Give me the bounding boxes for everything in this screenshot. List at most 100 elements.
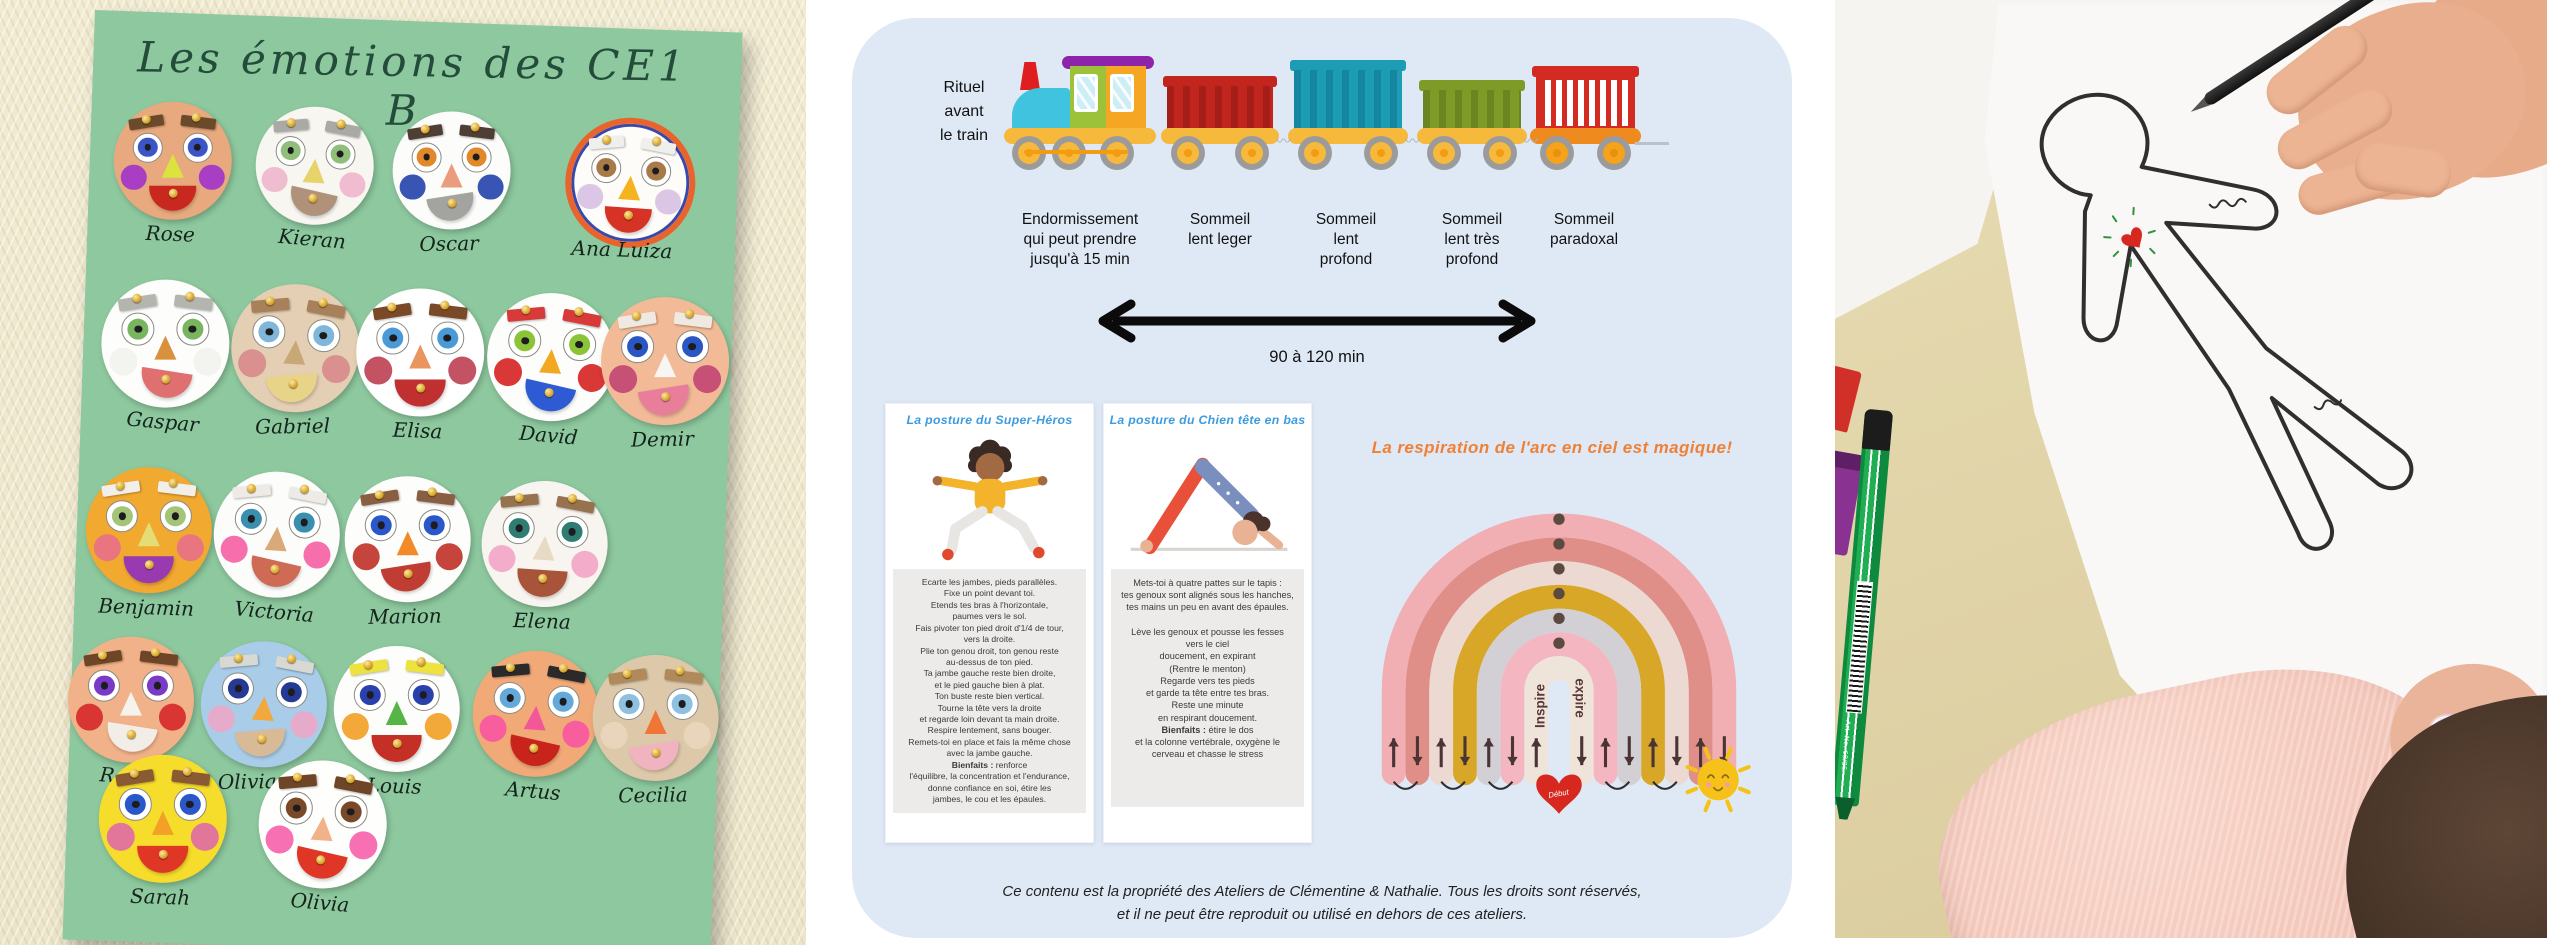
rainbow-dot — [1553, 637, 1565, 649]
iris-shape — [417, 147, 437, 167]
eye-shape — [132, 132, 163, 163]
mouth-shape — [505, 734, 561, 772]
cheek-shape — [219, 534, 249, 565]
brad-shape — [685, 308, 695, 318]
marker-label: Art. No. 68/36 — [1839, 720, 1851, 771]
child-drawing-photo: Art. No. 68/36 — [1835, 0, 2547, 938]
iris-shape — [188, 137, 208, 158]
iris-shape — [645, 161, 667, 182]
iris-shape — [179, 794, 201, 815]
iris-shape — [127, 318, 149, 340]
card-body: Mets-toi à quatre pattes sur le tapis : … — [1111, 569, 1304, 807]
iris-shape — [111, 505, 133, 527]
locomotive-chimney — [1020, 62, 1040, 90]
iris-shape — [370, 514, 392, 536]
expire-label: expire — [1573, 678, 1588, 718]
nose-shape — [151, 811, 174, 836]
emotion-face — [98, 754, 227, 883]
locomotive-window — [1110, 74, 1134, 112]
rainbow-dot — [1553, 587, 1565, 600]
card-title: La posture du Chien tête en bas — [1109, 413, 1306, 427]
benefits-paragraph: Bienfaits : renforce l'équilibre, la con… — [896, 760, 1083, 806]
locomotive-roof — [1062, 56, 1154, 69]
eye-shape — [364, 508, 398, 542]
brad-shape — [470, 122, 480, 132]
handwriting-scribble — [2313, 399, 2343, 411]
nose-shape — [161, 153, 184, 178]
mouth-shape — [234, 728, 288, 760]
wagon-lip — [1419, 80, 1525, 91]
heart-drawing — [2121, 227, 2142, 248]
iris-shape — [568, 333, 591, 356]
iris-shape — [513, 329, 537, 353]
card-title: La posture du Super-Héros — [906, 413, 1073, 427]
footer-line: Ce contenu est la propriété des Ateliers… — [1002, 883, 1642, 900]
eye-shape — [418, 508, 451, 542]
cheek-shape — [264, 824, 295, 855]
eye-shape — [279, 790, 315, 826]
brad-shape — [185, 291, 195, 301]
eye-shape — [666, 687, 699, 720]
eye-shape — [274, 674, 309, 710]
train-wheel — [1235, 136, 1269, 170]
cheek-shape — [448, 356, 477, 385]
superhero-pose-illustration — [886, 429, 1093, 567]
brad-shape — [661, 391, 671, 401]
face-name: Ana Luiza — [571, 235, 673, 264]
loop-arrow-icon — [1392, 780, 1419, 790]
nose-shape — [396, 531, 419, 556]
iris-shape — [93, 675, 115, 696]
nose-shape — [440, 163, 463, 188]
rainbow-title: La respiration de l'arc en ciel est magi… — [1371, 438, 1733, 457]
eye-shape — [251, 314, 287, 350]
heart-rays — [2103, 206, 2156, 268]
face-name: Victoria — [233, 596, 315, 628]
nose-shape — [618, 174, 642, 201]
emotion-face — [113, 101, 232, 220]
cheek-shape — [341, 712, 370, 741]
cheek-shape — [236, 348, 267, 379]
cheek-shape — [198, 164, 225, 191]
cheek-shape — [399, 174, 426, 201]
eye-shape — [639, 155, 673, 188]
emotion-face — [392, 111, 511, 230]
brad-shape — [132, 293, 142, 303]
iris-shape — [312, 324, 335, 347]
eye-shape — [141, 669, 174, 702]
nose-shape — [532, 535, 557, 562]
person-outline — [2039, 92, 2414, 551]
face-name: Rose — [145, 220, 196, 247]
cheek-shape — [158, 703, 187, 732]
emotion-face — [468, 646, 603, 782]
cheek-shape — [120, 164, 147, 191]
brad-shape — [374, 490, 384, 500]
cheek-shape — [478, 713, 508, 744]
eye-shape — [555, 514, 590, 549]
cheek-shape — [435, 543, 464, 571]
emotion-face — [196, 637, 332, 772]
emotion-face — [333, 645, 460, 772]
duration-label: 90 à 120 min — [1269, 348, 1365, 366]
iris-shape — [552, 690, 575, 713]
train-wheel — [1597, 136, 1631, 170]
nose-shape — [539, 348, 563, 375]
brad-shape — [336, 118, 346, 129]
start-label: Début — [1548, 787, 1571, 800]
iris-shape — [182, 318, 203, 340]
sleep-stage-label: Sommeil lent leger — [1188, 211, 1252, 249]
cheek-shape — [260, 165, 289, 194]
train-wheel — [1171, 136, 1205, 170]
face-name: Cecilia — [618, 782, 688, 808]
face-name: Gaspar — [125, 406, 200, 437]
rainbow-arc — [1524, 656, 1594, 786]
person-outline-drawing — [2039, 92, 2414, 551]
iris-shape — [436, 327, 458, 349]
eye-shape — [119, 788, 153, 821]
eye-shape — [675, 330, 709, 364]
iris-shape — [285, 797, 308, 820]
iris-shape — [618, 693, 640, 715]
cheek-shape — [693, 364, 722, 394]
cheek-shape — [302, 540, 332, 570]
eye-shape — [287, 505, 322, 540]
